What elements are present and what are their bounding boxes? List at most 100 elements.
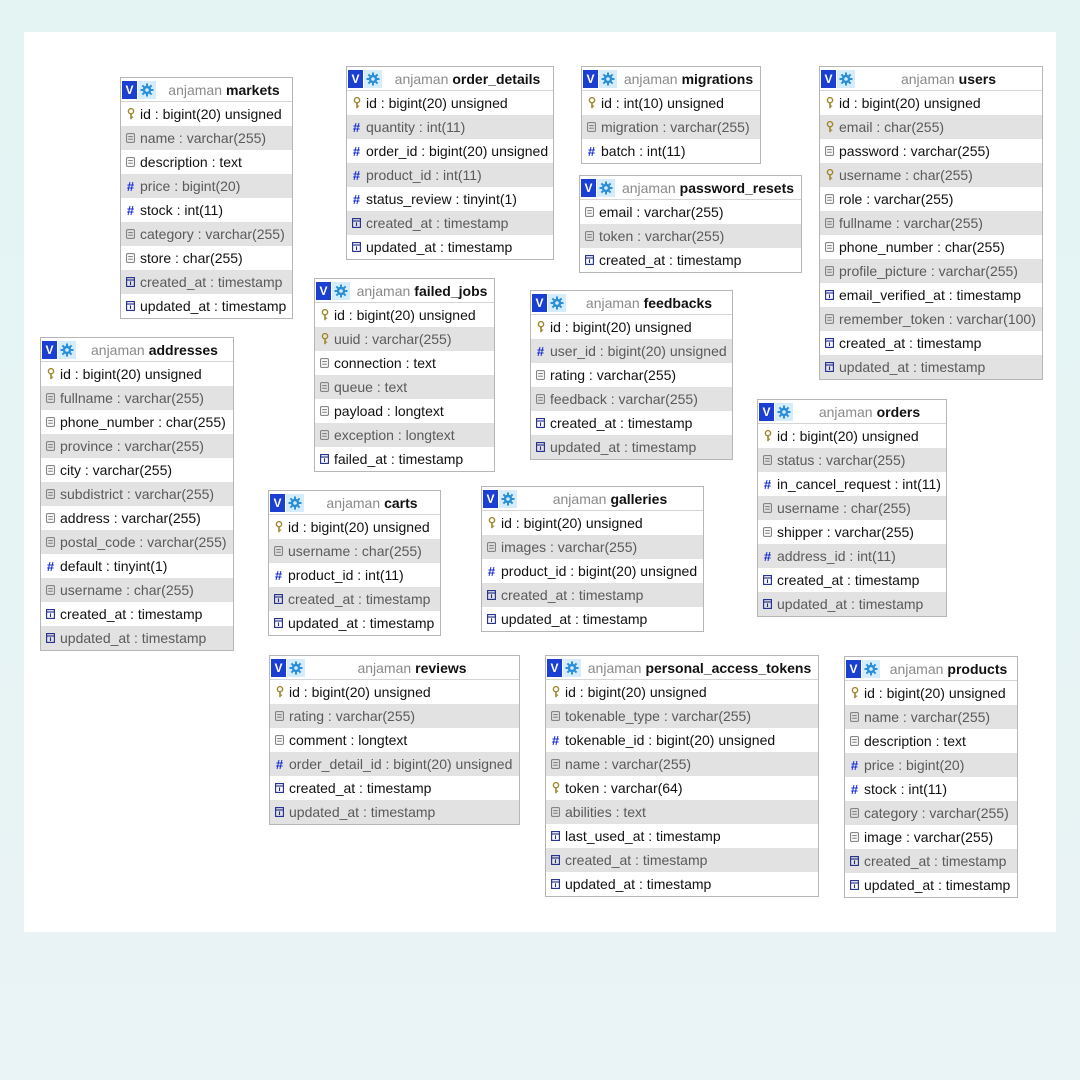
column-row[interactable]: id : bigint(20) unsigned <box>758 424 946 448</box>
column-row[interactable]: #quantity : int(11) <box>347 115 553 139</box>
column-row[interactable]: phone_number : char(255) <box>41 410 233 434</box>
column-row[interactable]: #address_id : int(11) <box>758 544 946 568</box>
gear-icon[interactable] <box>58 340 76 359</box>
column-row[interactable]: #order_id : bigint(20) unsigned <box>347 139 553 163</box>
column-row[interactable]: profile_picture : varchar(255) <box>820 259 1042 283</box>
column-row[interactable]: connection : text <box>315 351 494 375</box>
gear-icon[interactable] <box>364 69 382 88</box>
column-row[interactable]: created_at : timestamp <box>845 849 1017 873</box>
toggle-columns-button[interactable]: V <box>583 69 598 88</box>
column-row[interactable]: last_used_at : timestamp <box>546 824 818 848</box>
column-row[interactable]: updated_at : timestamp <box>269 611 440 635</box>
column-row[interactable]: updated_at : timestamp <box>546 872 818 896</box>
column-row[interactable]: id : bigint(20) unsigned <box>531 315 732 339</box>
column-row[interactable]: username : char(255) <box>269 539 440 563</box>
column-row[interactable]: province : varchar(255) <box>41 434 233 458</box>
column-row[interactable]: created_at : timestamp <box>758 568 946 592</box>
column-row[interactable]: id : bigint(20) unsigned <box>270 680 519 704</box>
column-row[interactable]: description : text <box>121 150 292 174</box>
column-row[interactable]: email : char(255) <box>820 115 1042 139</box>
column-row[interactable]: updated_at : timestamp <box>121 294 292 318</box>
column-row[interactable]: created_at : timestamp <box>270 776 519 800</box>
column-row[interactable]: updated_at : timestamp <box>270 800 519 824</box>
column-row[interactable]: remember_token : varchar(100) <box>820 307 1042 331</box>
column-row[interactable]: subdistrict : varchar(255) <box>41 482 233 506</box>
column-row[interactable]: created_at : timestamp <box>580 248 801 272</box>
column-row[interactable]: id : int(10) unsigned <box>582 91 760 115</box>
gear-icon[interactable] <box>286 493 304 512</box>
column-row[interactable]: created_at : timestamp <box>41 602 233 626</box>
column-row[interactable]: description : text <box>845 729 1017 753</box>
column-row[interactable]: #user_id : bigint(20) unsigned <box>531 339 732 363</box>
gear-icon[interactable] <box>287 658 305 677</box>
column-row[interactable]: comment : longtext <box>270 728 519 752</box>
column-row[interactable]: exception : longtext <box>315 423 494 447</box>
gear-icon[interactable] <box>499 489 517 508</box>
column-row[interactable]: role : varchar(255) <box>820 187 1042 211</box>
column-row[interactable]: id : bigint(20) unsigned <box>41 362 233 386</box>
column-row[interactable]: id : bigint(20) unsigned <box>269 515 440 539</box>
column-row[interactable]: migration : varchar(255) <box>582 115 760 139</box>
column-row[interactable]: created_at : timestamp <box>820 331 1042 355</box>
column-row[interactable]: feedback : varchar(255) <box>531 387 732 411</box>
column-row[interactable]: #product_id : int(11) <box>347 163 553 187</box>
toggle-columns-button[interactable]: V <box>532 293 547 312</box>
gear-icon[interactable] <box>837 69 855 88</box>
column-row[interactable]: images : varchar(255) <box>482 535 703 559</box>
column-row[interactable]: name : varchar(255) <box>546 752 818 776</box>
column-row[interactable]: #order_detail_id : bigint(20) unsigned <box>270 752 519 776</box>
gear-icon[interactable] <box>138 80 156 99</box>
column-row[interactable]: token : varchar(64) <box>546 776 818 800</box>
column-row[interactable]: store : char(255) <box>121 246 292 270</box>
toggle-columns-button[interactable]: V <box>271 658 286 677</box>
column-row[interactable]: postal_code : varchar(255) <box>41 530 233 554</box>
column-row[interactable]: created_at : timestamp <box>121 270 292 294</box>
toggle-columns-button[interactable]: V <box>547 658 562 677</box>
column-row[interactable]: shipper : varchar(255) <box>758 520 946 544</box>
column-row[interactable]: uuid : varchar(255) <box>315 327 494 351</box>
column-row[interactable]: #in_cancel_request : int(11) <box>758 472 946 496</box>
column-row[interactable]: tokenable_type : varchar(255) <box>546 704 818 728</box>
column-row[interactable]: created_at : timestamp <box>347 211 553 235</box>
column-row[interactable]: fullname : varchar(255) <box>820 211 1042 235</box>
column-row[interactable]: created_at : timestamp <box>269 587 440 611</box>
column-row[interactable]: failed_at : timestamp <box>315 447 494 471</box>
column-row[interactable]: updated_at : timestamp <box>347 235 553 259</box>
column-row[interactable]: #product_id : int(11) <box>269 563 440 587</box>
column-row[interactable]: payload : longtext <box>315 399 494 423</box>
column-row[interactable]: rating : varchar(255) <box>531 363 732 387</box>
toggle-columns-button[interactable]: V <box>821 69 836 88</box>
gear-icon[interactable] <box>548 293 566 312</box>
column-row[interactable]: email : varchar(255) <box>580 200 801 224</box>
column-row[interactable]: #batch : int(11) <box>582 139 760 163</box>
column-row[interactable]: #price : bigint(20) <box>121 174 292 198</box>
column-row[interactable]: #status_review : tinyint(1) <box>347 187 553 211</box>
column-row[interactable]: id : bigint(20) unsigned <box>482 511 703 535</box>
column-row[interactable]: rating : varchar(255) <box>270 704 519 728</box>
column-row[interactable]: created_at : timestamp <box>531 411 732 435</box>
column-row[interactable]: phone_number : char(255) <box>820 235 1042 259</box>
toggle-columns-button[interactable]: V <box>483 489 498 508</box>
column-row[interactable]: id : bigint(20) unsigned <box>315 303 494 327</box>
column-row[interactable]: id : bigint(20) unsigned <box>347 91 553 115</box>
toggle-columns-button[interactable]: V <box>581 178 596 197</box>
column-row[interactable]: abilities : text <box>546 800 818 824</box>
column-row[interactable]: token : varchar(255) <box>580 224 801 248</box>
